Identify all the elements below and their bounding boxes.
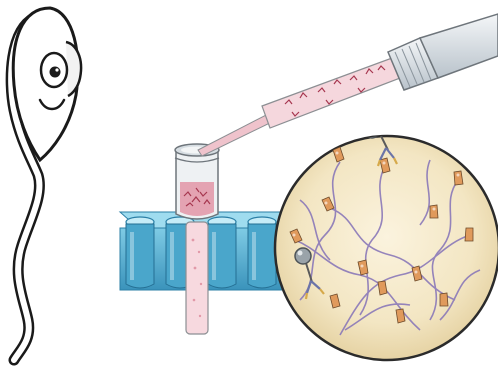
magnifier-circle-icon <box>275 122 498 360</box>
cartoon-sperm-icon <box>11 8 81 360</box>
pipette-icon <box>198 14 498 156</box>
